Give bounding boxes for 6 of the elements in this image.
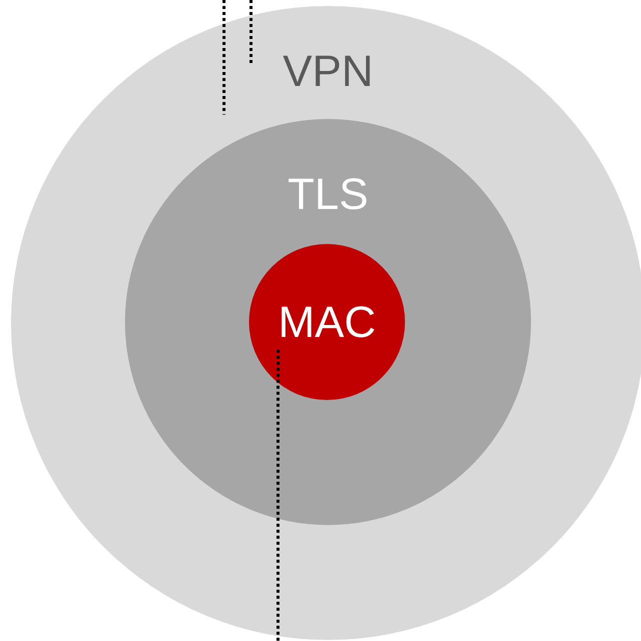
dotted-line: [222, 0, 226, 115]
layer-label: TLS: [288, 173, 368, 217]
dotted-line: [276, 350, 280, 641]
dotted-line: [250, 0, 252, 66]
layer-label: MAC: [278, 301, 376, 345]
layer-label: VPN: [282, 50, 374, 94]
